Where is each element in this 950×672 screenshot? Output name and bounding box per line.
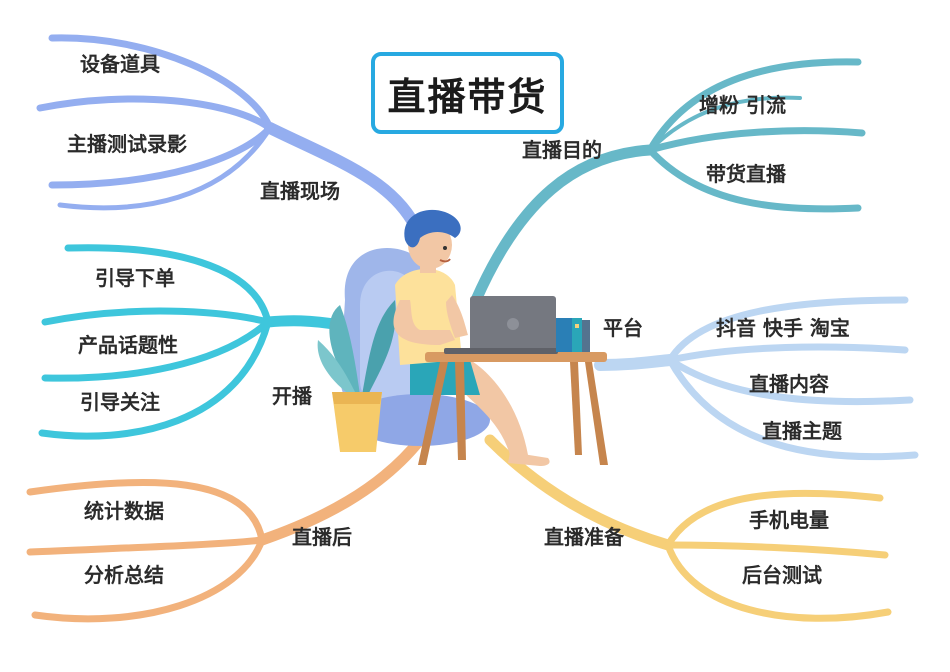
title-box: 直播带货 [371, 52, 564, 134]
branch-label-prep: 直播准备 [544, 525, 624, 549]
desk-illustration [418, 352, 608, 465]
node-platform-1: 抖音 快手 淘宝 [716, 316, 850, 340]
branch-label-platform: 平台 [603, 316, 643, 340]
branch-purpose-lines [470, 58, 866, 306]
node-platform-2: 直播内容 [749, 372, 829, 396]
node-platform-3: 直播主题 [762, 419, 842, 443]
laptop-illustration [444, 296, 558, 354]
branch-platform-lines [594, 296, 919, 461]
branch-after-lines [26, 434, 426, 623]
branch-label-after: 直播后 [292, 525, 352, 549]
books-illustration [556, 318, 590, 352]
node-prep-1: 手机电量 [749, 508, 829, 532]
node-scene-1: 设备道具 [80, 52, 160, 76]
branch-label-start: 开播 [272, 384, 312, 408]
node-prep-2: 后台测试 [742, 563, 822, 587]
branch-prep-lines [484, 434, 892, 622]
node-purpose-1: 增粉 引流 [699, 93, 786, 117]
node-start-3: 引导关注 [80, 390, 160, 414]
node-start-1: 引导下单 [95, 266, 175, 290]
branch-label-purpose: 直播目的 [522, 138, 602, 162]
branch-label-scene: 直播现场 [260, 179, 340, 203]
potted-plant-illustration [317, 300, 396, 452]
page-title: 直播带货 [387, 74, 548, 119]
node-after-2: 分析总结 [84, 563, 164, 587]
node-start-2: 产品话题性 [78, 333, 178, 357]
node-purpose-2: 带货直播 [706, 162, 786, 186]
node-after-1: 统计数据 [84, 499, 164, 523]
branch-scene-lines [36, 34, 424, 238]
node-scene-2: 主播测试录影 [67, 132, 187, 156]
person-illustration [393, 209, 550, 466]
